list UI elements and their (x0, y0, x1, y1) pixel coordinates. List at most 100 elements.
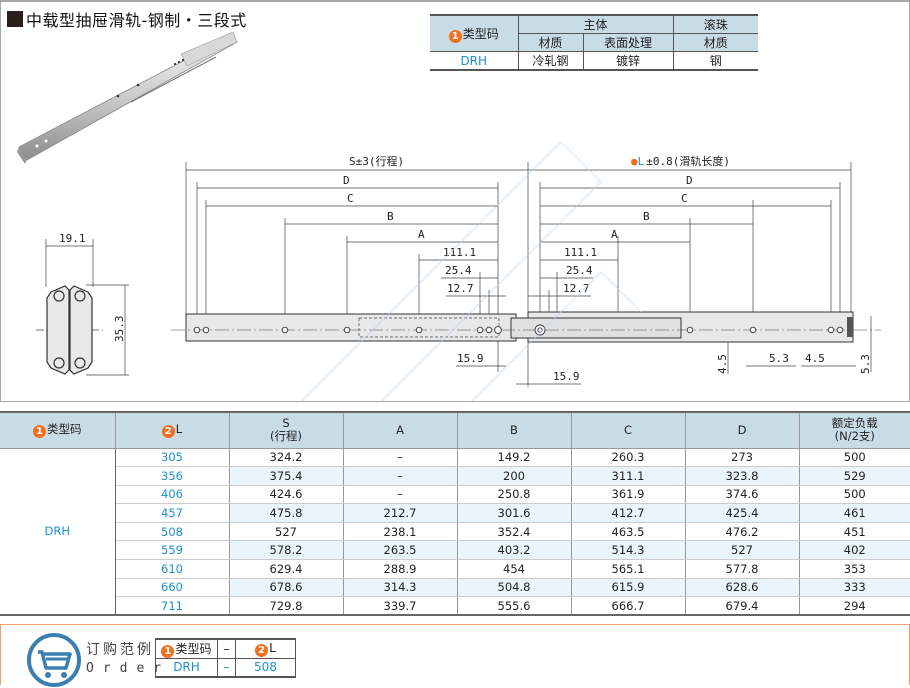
cell-load: 529 (798, 466, 910, 486)
svg-text:●L±0.8(滑轨长度): ●L±0.8(滑轨长度) (631, 154, 730, 168)
table-row: 711 729.8 339.7 555.6 666.7 679.4 294 (0, 596, 910, 617)
svg-text:B: B (643, 210, 650, 223)
svg-text:19.1: 19.1 (59, 232, 86, 245)
spec-code: DRH (430, 51, 519, 71)
cell-s: 475.8 (228, 503, 343, 523)
cell-c: 311.1 (570, 466, 685, 486)
cell-s: 578.2 (228, 540, 343, 561)
svg-text:D: D (343, 174, 350, 187)
svg-text:12.7: 12.7 (563, 282, 590, 295)
header-d: D (684, 411, 800, 449)
table-row: 559 578.2 263.5 403.2 514.3 527 402 (0, 540, 910, 561)
header-a: A (342, 411, 458, 449)
svg-text:25.4: 25.4 (566, 264, 593, 277)
order-value-l: 508 (235, 658, 296, 678)
cell-a: 339.7 (342, 596, 457, 617)
cell-a: 288.9 (342, 559, 457, 579)
svg-text:5.3: 5.3 (859, 354, 872, 374)
cell-c: 615.9 (570, 578, 685, 598)
header-s: S(行程) (228, 411, 344, 449)
cell-l: 305 (115, 448, 229, 468)
header-c: C (570, 411, 686, 449)
cell-load: 500 (798, 448, 910, 468)
cell-s: 629.4 (228, 559, 343, 579)
cell-load: 451 (798, 522, 910, 542)
cell-s: 324.2 (228, 448, 343, 468)
table-row: 610 629.4 288.9 454 565.1 577.8 353 (0, 559, 910, 579)
cell-l: 610 (115, 559, 229, 579)
cell-load: 500 (798, 485, 910, 505)
svg-text:4.5: 4.5 (716, 354, 729, 374)
cell-d: 679.4 (684, 596, 799, 617)
table-row: 508 527 238.1 352.4 463.5 476.2 451 (0, 522, 910, 542)
cell-load: 461 (798, 503, 910, 523)
cell-d: 374.6 (684, 485, 799, 505)
dimension-drawing: S±3(行程) ●L±0.8(滑轨长度) D C B A 111.1 25.4 … (36, 141, 881, 402)
cell-a: 263.5 (342, 540, 457, 561)
table-row: DRH 305 324.2 – 149.2 260.3 273 500 (0, 448, 910, 617)
cell-d: 425.4 (684, 503, 799, 523)
cell-b: 555.6 (456, 596, 571, 617)
cell-s: 729.8 (228, 596, 343, 617)
cell-a: – (342, 466, 457, 486)
spec-ball-material: 钢 (672, 51, 758, 71)
svg-text:D: D (686, 174, 693, 187)
svg-text:25.4: 25.4 (445, 264, 472, 277)
svg-text:12.7: 12.7 (447, 282, 474, 295)
cell-a: – (342, 448, 457, 468)
cell-load: 333 (798, 578, 910, 598)
spec-header-ball: 滚珠 (672, 14, 758, 34)
cell-load: 294 (798, 596, 910, 617)
cell-c: 463.5 (570, 522, 685, 542)
svg-text:C: C (681, 192, 688, 205)
cell-d: 273 (684, 448, 799, 468)
spec-header-body: 主体 (517, 14, 674, 34)
svg-text:35.3: 35.3 (113, 316, 126, 343)
cell-l: 559 (115, 540, 229, 561)
cell-l: 457 (115, 503, 229, 523)
type-code-cell: DRH (0, 448, 116, 617)
cell-c: 260.3 (570, 448, 685, 468)
shopping-cart-icon (27, 633, 81, 687)
svg-text:A: A (611, 228, 618, 241)
cell-c: 514.3 (570, 540, 685, 561)
cell-l: 406 (115, 485, 229, 505)
cell-b: 301.6 (456, 503, 571, 523)
order-title: 订购范例 Order (86, 642, 171, 676)
cell-d: 476.2 (684, 522, 799, 542)
cell-s: 527 (228, 522, 343, 542)
svg-text:111.1: 111.1 (564, 246, 597, 259)
cell-c: 565.1 (570, 559, 685, 579)
cell-d: 628.6 (684, 578, 799, 598)
svg-text:C: C (347, 192, 354, 205)
cell-c: 666.7 (570, 596, 685, 617)
svg-text:15.9: 15.9 (457, 352, 484, 365)
cell-l: 356 (115, 466, 229, 486)
cell-s: 678.6 (228, 578, 343, 598)
cell-l: 711 (115, 596, 229, 617)
cell-b: 504.8 (456, 578, 571, 598)
cell-a: 314.3 (342, 578, 457, 598)
svg-text:S±3(行程): S±3(行程) (349, 155, 404, 168)
svg-text:5.3: 5.3 (769, 352, 789, 365)
cell-b: 403.2 (456, 540, 571, 561)
table-row: 406 424.6 – 250.8 361.9 374.6 500 (0, 485, 910, 505)
cell-d: 577.8 (684, 559, 799, 579)
order-value-type: DRH (155, 658, 218, 678)
cell-c: 412.7 (570, 503, 685, 523)
cell-d: 527 (684, 540, 799, 561)
svg-text:B: B (387, 210, 394, 223)
spec-sub-surface: 表面处理 (582, 33, 674, 52)
table-row: 356 375.4 – 200 311.1 323.8 529 (0, 466, 910, 486)
cell-a: – (342, 485, 457, 505)
